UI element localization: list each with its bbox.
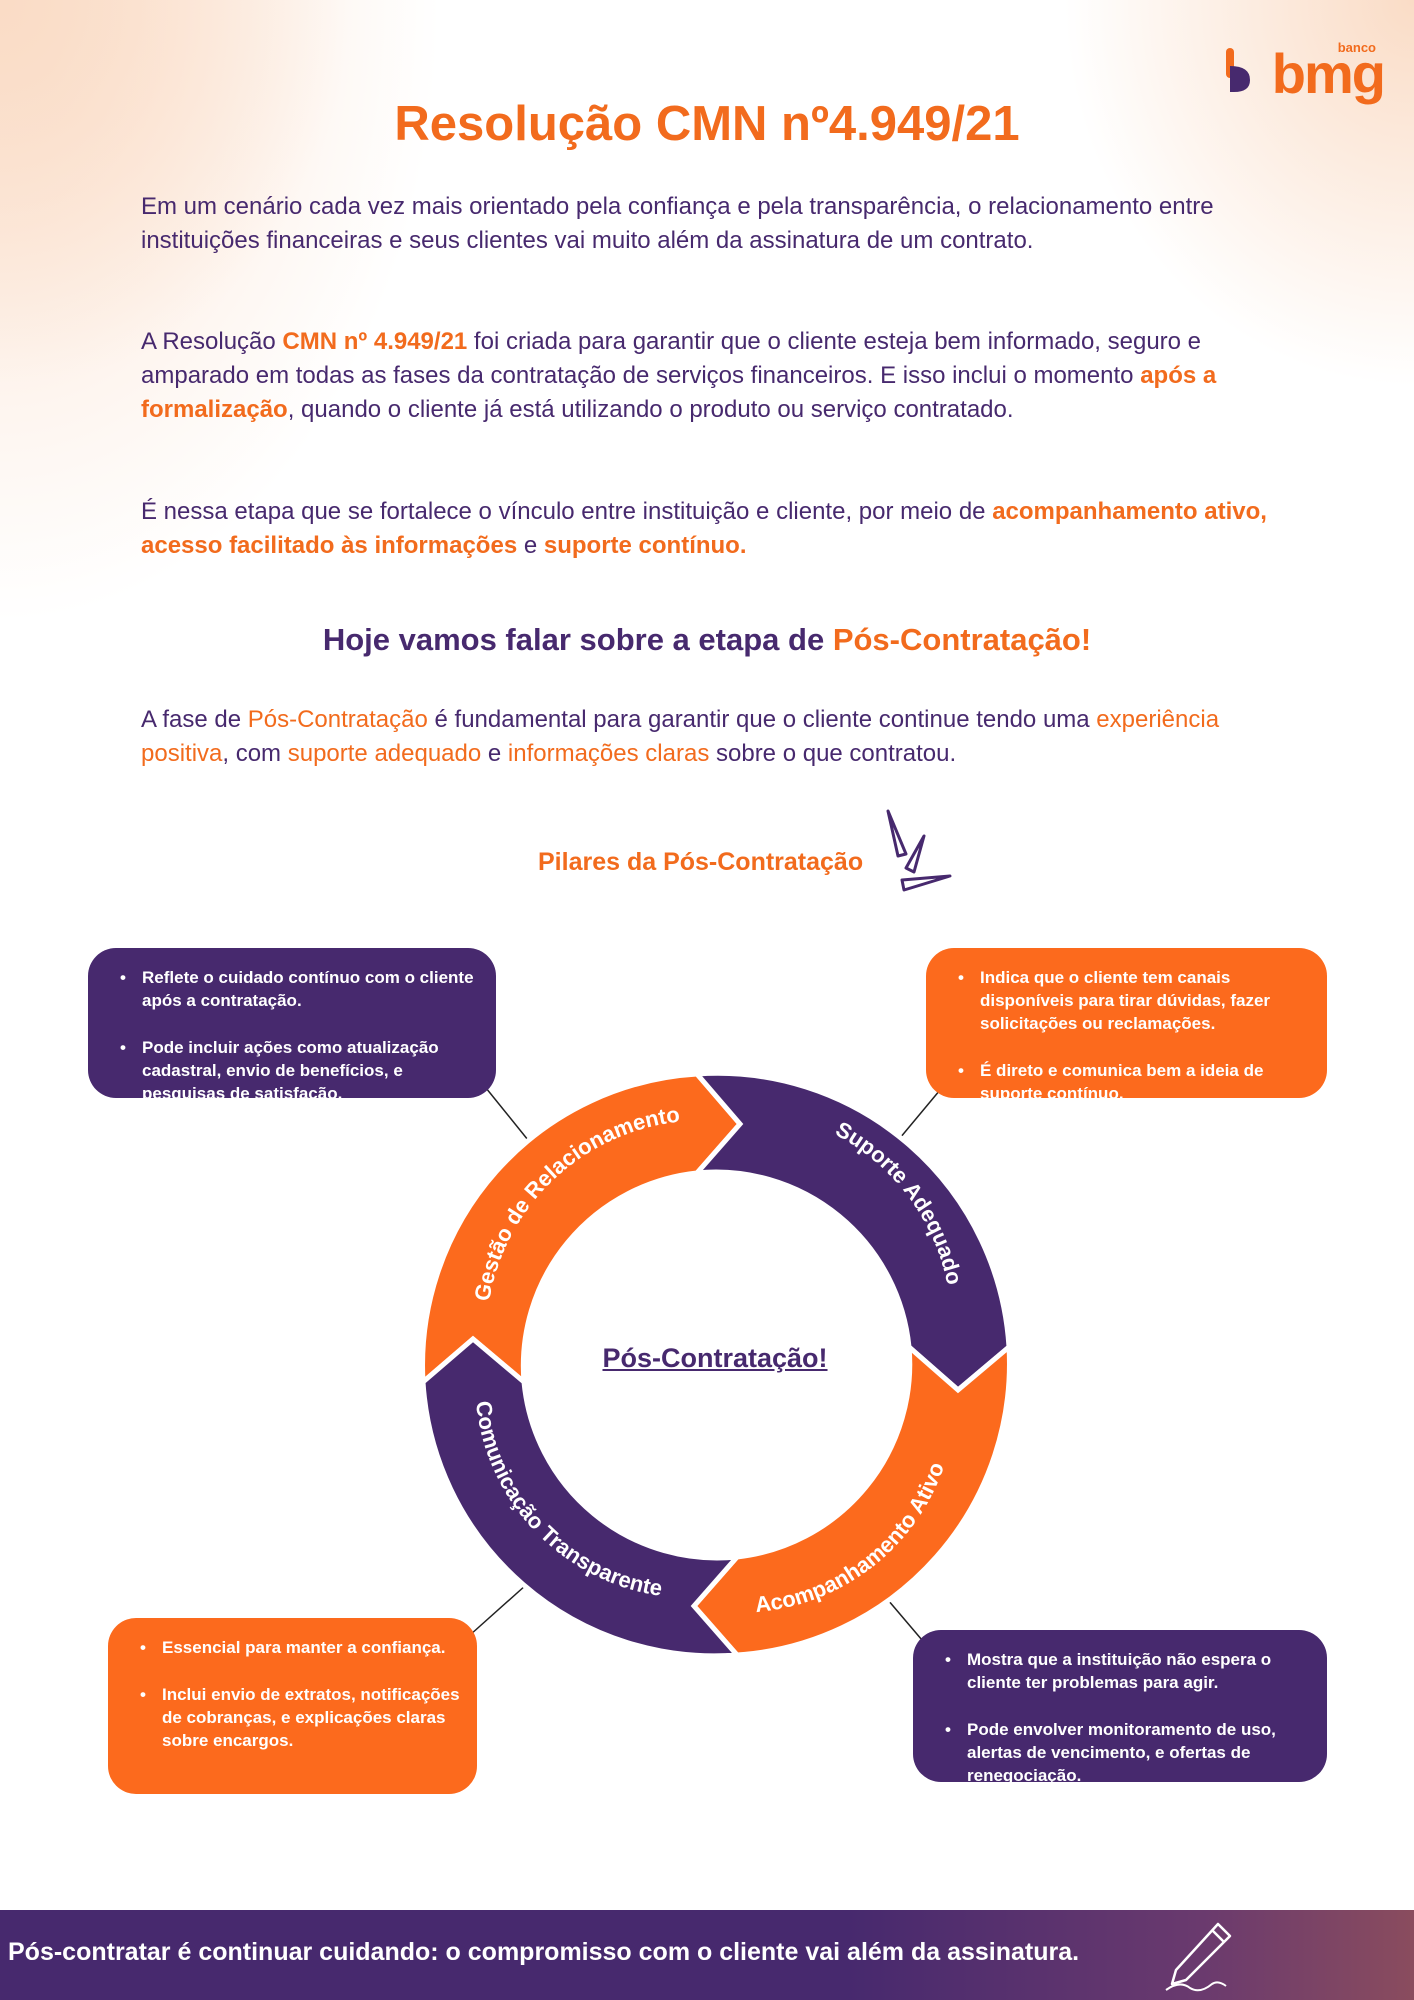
background-glow-right <box>1034 0 1414 420</box>
info-item: Pode incluir ações como atualização cada… <box>120 1036 478 1105</box>
intro-paragraph-2: A Resolução CMN nº 4.949/21 foi criada p… <box>141 325 1271 427</box>
info-list-gestao: Reflete o cuidado contínuo com o cliente… <box>116 966 478 1105</box>
signature-pen-icon <box>1165 1922 1232 1992</box>
logo-small-text: banco <box>1337 40 1376 55</box>
intro-p3-text-c: e <box>517 532 544 559</box>
info-box-acompanhamento: Mostra que a instituição não espera o cl… <box>913 1630 1327 1785</box>
footer-text: Pós-contratar é continuar cuidando: o co… <box>8 1938 1080 1966</box>
pillars-title: Pilares da Pós-Contratação <box>538 848 864 876</box>
phase-text-g: e <box>481 740 508 767</box>
info-list-comunicacao: Essencial para manter a confiança. Inclu… <box>136 1636 463 1752</box>
info-box-gestao: Reflete o cuidado contínuo com o cliente… <box>88 948 496 1103</box>
phase-text-i: sobre o que contratou. <box>709 740 957 767</box>
phase-highlight-b: Pós-Contratação <box>247 706 428 733</box>
connector-line-bottom-right <box>887 1599 923 1641</box>
page-title: Resolução CMN nº4.949/21 <box>394 97 1020 151</box>
intro-p2-highlight-formalization: após a formalização <box>141 362 1217 423</box>
info-item: Mostra que a instituição não espera o cl… <box>945 1648 1313 1694</box>
footer-banner: Pós-contratar é continuar cuidando: o co… <box>0 1910 1414 2000</box>
phase-paragraph: A fase de Pós-Contratação é fundamental … <box>141 703 1271 771</box>
phase-text-a: A fase de <box>141 706 248 733</box>
intro-p2-text-c: foi criada para garantir que o cliente e… <box>141 328 1202 389</box>
info-item: Pode envolver monitoramento de uso, aler… <box>945 1718 1313 1787</box>
info-item: Reflete o cuidado contínuo com o cliente… <box>120 966 478 1012</box>
info-item: É direto e comunica bem a ideia de supor… <box>958 1059 1313 1105</box>
intro-paragraph-3: É nessa etapa que se fortalece o vínculo… <box>141 495 1271 563</box>
intro-p3-highlight-d: suporte contínuo. <box>543 532 747 559</box>
connector-line-top-right <box>899 1089 941 1139</box>
bank-logo: banco bmg <box>1224 40 1386 110</box>
logo-mark-icon <box>1226 48 1250 92</box>
logo-big-text: bmg <box>1271 42 1386 105</box>
phase-highlight-d: experiência positiva <box>141 706 1220 767</box>
background-glow-left <box>0 0 380 420</box>
intro-p2-highlight-resolution: CMN nº 4.949/21 <box>282 328 468 355</box>
subtitle-highlight: Pós-Contratação! <box>832 622 1092 657</box>
connector-line-bottom-left <box>469 1584 527 1636</box>
intro-p2-text-e: , quando o cliente já está utilizando o … <box>287 396 1014 423</box>
info-box-comunicacao: Essencial para manter a confiança. Inclu… <box>108 1618 477 1794</box>
phase-highlight-h: informações claras <box>507 740 710 767</box>
info-item: Essencial para manter a confiança. <box>140 1636 463 1659</box>
segment-acompanhamento <box>690 1341 1012 1658</box>
diagram-center-label: Pós-Contratação! <box>602 1343 828 1373</box>
info-list-acompanhamento: Mostra que a instituição não espera o cl… <box>941 1648 1313 1787</box>
segment-gestao <box>420 1071 744 1388</box>
phase-highlight-f: suporte adequado <box>287 740 482 767</box>
sparkle-icon <box>886 809 952 892</box>
intro-p2-text-a: A Resolução <box>141 328 283 355</box>
intro-p3-highlight-a: acompanhamento ativo, acesso facilitado … <box>141 498 1267 559</box>
phase-text-c: é fundamental para garantir que o client… <box>427 706 1097 733</box>
segment-comunicacao <box>420 1335 744 1659</box>
intro-p3-text-a: É nessa etapa que se fortalece o vínculo… <box>141 498 993 525</box>
connector-line-top-left <box>485 1087 529 1141</box>
info-item: Indica que o cliente tem canais disponív… <box>958 966 1313 1035</box>
intro-paragraph-1: Em um cenário cada vez mais orientado pe… <box>141 193 1214 254</box>
info-list-suporte: Indica que o cliente tem canais disponív… <box>954 966 1313 1105</box>
phase-text-e: , com <box>222 740 288 767</box>
info-box-suporte: Indica que o cliente tem canais disponív… <box>926 948 1327 1103</box>
subtitle-text: Hoje vamos falar sobre a etapa de <box>322 622 833 657</box>
section-subtitle: Hoje vamos falar sobre a etapa de Pós-Co… <box>0 622 1414 658</box>
info-item: Inclui envio de extratos, notificações d… <box>140 1683 463 1752</box>
